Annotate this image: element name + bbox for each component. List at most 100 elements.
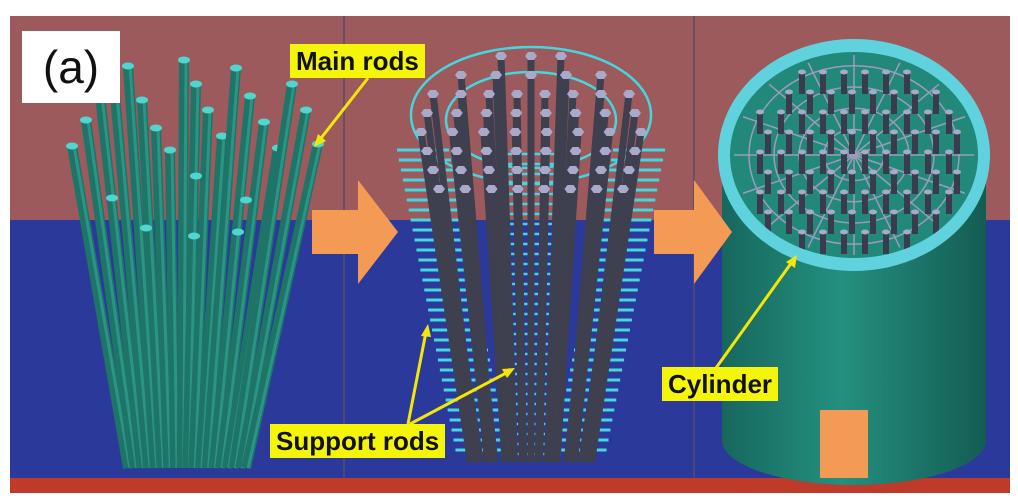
main-rod-cap-inner (240, 196, 252, 204)
lattice-spoke (742, 154, 855, 194)
structure-rod-cap (415, 128, 427, 136)
lattice-rod (883, 72, 889, 94)
main-rod-cap-inner (232, 228, 244, 236)
lattice-rod-cap (819, 109, 827, 115)
main-rod (176, 59, 189, 469)
inner-lattice (734, 55, 974, 255)
lattice-rod-cap (756, 109, 764, 115)
main-rod-cap (150, 124, 162, 132)
lattice-rod-cap (785, 209, 793, 215)
main-rod (151, 127, 174, 469)
main-rods-label: Main rods (290, 44, 425, 78)
lattice-rod (786, 212, 792, 234)
structure-rod (534, 188, 548, 463)
lattice-rod (757, 192, 763, 214)
lattice-rod (828, 172, 834, 194)
cylinder-group (718, 39, 990, 485)
lattice-rod-cap (848, 129, 856, 135)
lattice-rod-cap (890, 89, 898, 95)
lattice-rod (807, 172, 813, 194)
lattice-rod-cap (911, 89, 919, 95)
lattice-spoke (853, 154, 966, 194)
lattice-rod (799, 112, 805, 134)
lattice-rod-cap (911, 209, 919, 215)
structure-rod-cap (450, 109, 463, 117)
structure-rod-cap (538, 185, 551, 193)
lattice-rod-cap (861, 69, 869, 75)
leader-lines (314, 77, 797, 426)
lattice-spoke (853, 83, 940, 156)
leader-cylinder (714, 261, 794, 369)
lattice-rod-cap (806, 89, 814, 95)
lattice-rod (820, 112, 826, 134)
lattice-rod (841, 112, 847, 134)
lattice-rod (891, 212, 897, 234)
lattice-rod-cap (953, 169, 961, 175)
lattice-rod-cap (945, 149, 953, 155)
main-rod-cap (66, 142, 78, 150)
lattice-rod (820, 72, 826, 94)
lattice-rod (786, 92, 792, 114)
structure-rod-cap (555, 52, 567, 60)
lattice-rod-cap (806, 129, 814, 135)
structure-rod (435, 188, 484, 463)
structure-rod-cap (629, 109, 641, 117)
lattice-rod (946, 152, 952, 174)
lattice-rod-cap (882, 69, 890, 75)
lattice-rod-cap (945, 189, 953, 195)
structure-rod-cap (595, 166, 607, 174)
lattice-rod-cap (869, 209, 877, 215)
lattice-rod (954, 132, 960, 154)
structure-rod-cap (623, 166, 635, 174)
lattice-rod (862, 112, 868, 134)
lattice-rod-cap (911, 169, 919, 175)
main-rod-cap (122, 62, 134, 70)
lattice-rod (912, 92, 918, 114)
structure-rod-cap (564, 185, 577, 193)
lattice-rod (786, 132, 792, 154)
structure-rod-cap (635, 128, 647, 136)
lattice-rod-cap (848, 89, 856, 95)
lattice-rod-cap (777, 109, 785, 115)
lattice-rod (904, 192, 910, 214)
structure-rod-cap (567, 90, 579, 98)
main-rod (137, 99, 167, 469)
lattice-rod-cap (785, 169, 793, 175)
lattice-rod (765, 132, 771, 154)
lattice-rod-cap (903, 109, 911, 115)
lattice-rod-cap (756, 149, 764, 155)
structure-rod-cap (599, 109, 612, 117)
structure-rod-cap (539, 90, 551, 98)
structure-rod-cap (595, 71, 607, 79)
lattice-rod (925, 112, 931, 134)
lattice-rod (807, 212, 813, 234)
lattice-rod (904, 232, 910, 254)
lattice-rod-cap (903, 149, 911, 155)
structure-rod-cap (446, 128, 459, 136)
lattice-rod (828, 132, 834, 154)
leader-support-2-head (502, 368, 515, 378)
lattice-rod (807, 132, 813, 154)
main-rod-highlight (100, 95, 145, 469)
main-rods-group (66, 56, 324, 470)
lattice-rod-cap (945, 109, 953, 115)
lattice-rod-cap (869, 169, 877, 175)
structure-rod-cap (595, 90, 607, 98)
lattice-rod-cap (777, 189, 785, 195)
main-rod (123, 65, 160, 469)
main-rod-highlight (220, 121, 268, 469)
structure-rod-cap (427, 90, 439, 98)
structure-rod-cap (485, 185, 498, 193)
lattice-rod-cap (840, 69, 848, 75)
main-rod (182, 83, 201, 469)
main-rod-highlight (193, 109, 212, 469)
structure-rod-cap (510, 147, 523, 155)
lattice-rod (946, 112, 952, 134)
lattice-rod (946, 192, 952, 214)
structure-rod-cap (477, 128, 490, 136)
lattice-rod-cap (827, 89, 835, 95)
arrow-right-1 (312, 180, 398, 284)
structure-rod-cap (539, 109, 552, 117)
structure-rod-cap (480, 147, 493, 155)
